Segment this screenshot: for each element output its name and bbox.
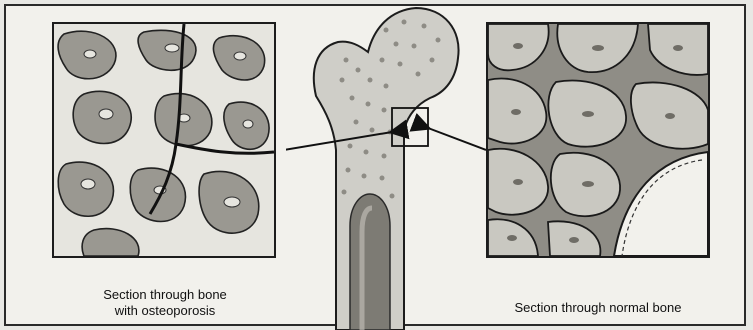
osteoporosis-texture — [54, 24, 274, 256]
osteoporosis-caption-line1: Section through bone — [60, 287, 270, 303]
normal-bone-texture — [488, 24, 708, 256]
normal-bone-section-panel — [486, 22, 710, 258]
arrow-icon — [428, 128, 486, 150]
osteoporosis-section-panel — [52, 22, 276, 258]
marrow-cavity — [350, 194, 390, 330]
osteoporosis-caption: Section through bone with osteoporosis — [60, 287, 270, 319]
femur-illustration — [286, 0, 486, 330]
normal-bone-caption: Section through normal bone — [478, 300, 718, 316]
osteoporosis-caption-line2: with osteoporosis — [60, 303, 270, 319]
